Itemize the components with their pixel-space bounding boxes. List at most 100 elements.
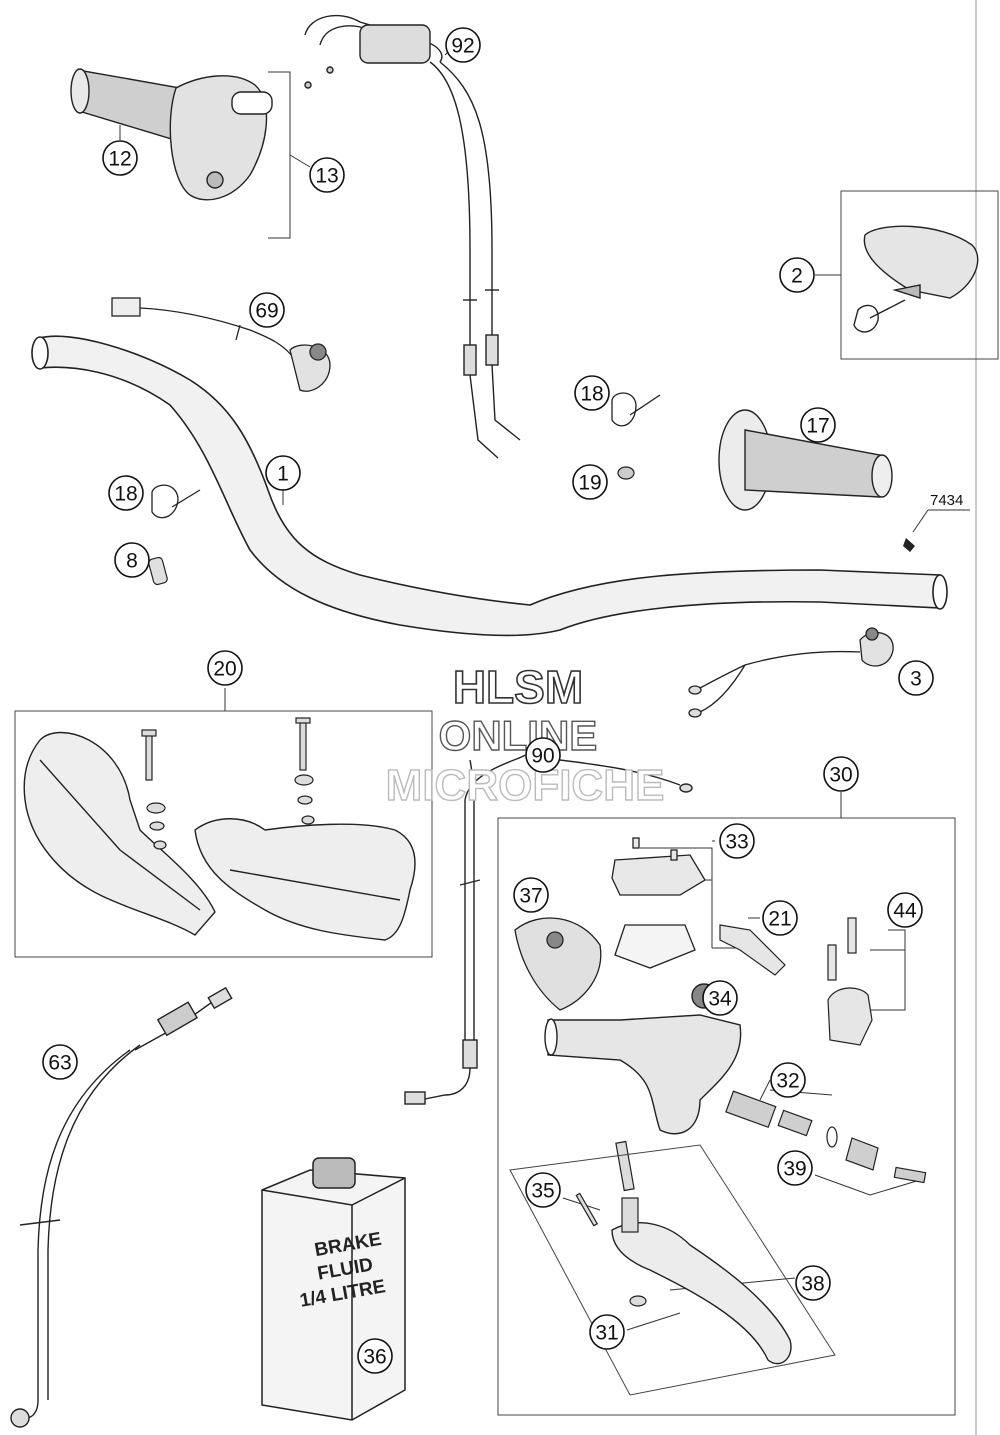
callout-number: 38 xyxy=(801,1273,824,1296)
part-7434-marker: 7434 xyxy=(903,492,970,552)
callout-number: 13 xyxy=(315,165,338,188)
callout-92: 92 xyxy=(445,27,481,63)
callout-circle xyxy=(265,455,301,491)
callout-12: 12 xyxy=(102,140,138,176)
callout-circle xyxy=(762,900,798,936)
callout-8: 8 xyxy=(114,542,150,578)
handguard-left-drawing xyxy=(23,731,216,936)
callout-3: 3 xyxy=(898,660,934,696)
callout-circle xyxy=(823,756,859,792)
callout-number: 12 xyxy=(108,148,131,171)
callout-circle xyxy=(777,1150,813,1186)
watermark-line-2: ONLINE xyxy=(439,712,598,759)
callout-number: 1 xyxy=(277,463,289,486)
clutch-cable-drawing xyxy=(404,754,693,1105)
throttle-cables-drawing xyxy=(304,14,521,459)
callout-circle xyxy=(114,542,150,578)
master-cylinder-cap-drawing xyxy=(611,837,706,969)
callout-number: 34 xyxy=(708,988,732,1011)
callout-circle xyxy=(249,292,285,328)
callout-circle xyxy=(42,1044,78,1080)
callout-63: 63 xyxy=(42,1044,78,1080)
callout-18: 18 xyxy=(108,475,144,511)
throttle-grip-drawing xyxy=(70,68,273,201)
sleeve-drawing xyxy=(148,556,168,586)
callout-18: 18 xyxy=(574,375,610,411)
callout-circle xyxy=(572,464,608,500)
master-cylinder-cover-drawing xyxy=(514,917,602,1011)
callout-circle xyxy=(800,407,836,443)
callout-circle xyxy=(898,660,934,696)
callout-number: 33 xyxy=(725,831,748,854)
callout-layer: 92 12 13 2 69 18 17 1 19 18 8 20 3 90 30 33 37 44 21 34 63 32… xyxy=(42,27,934,1374)
callout-circle xyxy=(702,980,738,1016)
callout-33: 33 xyxy=(719,823,755,859)
callout-21: 21 xyxy=(762,900,798,936)
callout-number: 30 xyxy=(829,764,852,787)
watermark-line-3: MICROFICHE xyxy=(386,761,665,810)
callout-number: 69 xyxy=(255,300,278,323)
callout-34: 34 xyxy=(702,980,738,1016)
callout-circle xyxy=(779,257,815,293)
callout-circle xyxy=(445,27,481,63)
callout-38: 38 xyxy=(795,1265,831,1301)
callout-32: 32 xyxy=(770,1062,806,1098)
piston-spring-drawing xyxy=(725,1090,927,1184)
callout-17: 17 xyxy=(800,407,836,443)
handguard-right-drawing xyxy=(194,818,416,941)
callout-31: 31 xyxy=(589,1314,625,1350)
callout-2: 2 xyxy=(779,257,815,293)
callout-circle xyxy=(357,1338,393,1374)
callout-1: 1 xyxy=(265,455,301,491)
callout-36: 36 xyxy=(357,1338,393,1374)
callout-37: 37 xyxy=(513,877,549,913)
adjuster-lever-drawing xyxy=(719,924,786,976)
callout-circle xyxy=(719,823,755,859)
callout-20: 20 xyxy=(207,650,243,686)
callout-circle xyxy=(108,475,144,511)
callout-circle xyxy=(309,157,345,193)
hydraulic-line-drawing xyxy=(10,986,233,1428)
callout-30: 30 xyxy=(823,756,859,792)
callout-13: 13 xyxy=(309,157,345,193)
callout-number: 2 xyxy=(791,265,803,288)
callout-number: 37 xyxy=(519,885,542,908)
callout-circle xyxy=(770,1062,806,1098)
callout-number: 90 xyxy=(531,745,554,768)
callout-number: 20 xyxy=(213,658,236,681)
callout-circle xyxy=(574,375,610,411)
callout-number: 17 xyxy=(806,415,829,438)
callout-90: 90 xyxy=(525,737,561,773)
callout-circle xyxy=(525,1172,561,1208)
handguard-hardware-drawing xyxy=(141,717,315,850)
callout-number: 31 xyxy=(595,1322,618,1345)
callout-69: 69 xyxy=(249,292,285,328)
lever-hardware-drawing xyxy=(575,1140,647,1307)
callout-44: 44 xyxy=(887,892,923,928)
part-7434-label: 7434 xyxy=(930,492,963,509)
start-switch-drawing xyxy=(688,627,894,718)
callout-39: 39 xyxy=(777,1150,813,1186)
callout-number: 32 xyxy=(776,1070,799,1093)
callout-circle xyxy=(525,737,561,773)
callout-number: 44 xyxy=(893,900,917,923)
callout-circle xyxy=(513,877,549,913)
master-cylinder-lever-drawing xyxy=(611,1222,792,1365)
cable-tie-drawing xyxy=(151,392,661,519)
callout-circle xyxy=(795,1265,831,1301)
callout-35: 35 xyxy=(525,1172,561,1208)
callout-circle xyxy=(589,1314,625,1350)
callout-19: 19 xyxy=(572,464,608,500)
callout-circle xyxy=(102,140,138,176)
kill-switch-drawing xyxy=(111,297,331,392)
callout-circle xyxy=(207,650,243,686)
handlebar-drawing xyxy=(31,335,948,637)
callout-number: 3 xyxy=(910,668,922,691)
callout-number: 36 xyxy=(363,1346,386,1369)
callout-number: 21 xyxy=(768,908,791,931)
callout-number: 18 xyxy=(114,483,137,506)
watermark-line-1: HLSM xyxy=(453,661,583,713)
callout-number: 18 xyxy=(580,383,603,406)
callout-number: 35 xyxy=(531,1180,554,1203)
